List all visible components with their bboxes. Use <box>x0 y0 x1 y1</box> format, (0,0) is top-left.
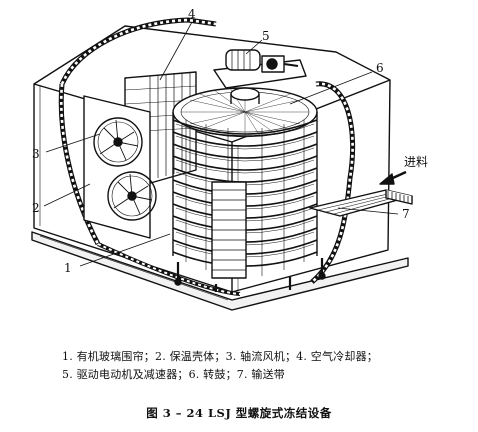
callout-4: 4 <box>188 7 196 21</box>
figure-caption: 图 3 – 24 LSJ 型螺旋式冻结设备 <box>146 406 332 420</box>
callout-leaders <box>43 21 399 267</box>
upper-fan <box>93 117 143 167</box>
callout-6: 6 <box>376 61 384 75</box>
legend-line-1: 1. 有机玻璃围帘；2. 保温壳体；3. 轴流风机；4. 空气冷却器； <box>62 350 378 363</box>
leader-1 <box>79 233 171 267</box>
axial-fans <box>83 95 157 239</box>
legend-line-2: 5. 驱动电动机及减速器；6. 转鼓；7. 输送带 <box>62 368 285 381</box>
lower-fan <box>107 171 157 221</box>
leader-2 <box>43 183 91 207</box>
leader-3 <box>45 133 101 153</box>
callout-7: 7 <box>402 207 410 221</box>
plexiglass-curtain <box>58 17 356 296</box>
callout-2: 2 <box>32 201 40 215</box>
callout-5: 5 <box>262 29 270 43</box>
leader-7 <box>337 207 399 215</box>
base-plate <box>31 231 409 311</box>
leader-6 <box>289 71 373 105</box>
rotating-drum <box>172 87 326 292</box>
leader-5 <box>245 39 263 55</box>
callout-1: 1 <box>64 261 72 275</box>
inlet-arrow-icon <box>379 170 407 185</box>
callout-3: 3 <box>32 147 40 161</box>
leader-4 <box>159 21 193 81</box>
drive-motor <box>213 49 307 89</box>
conveyor-belt <box>309 189 413 217</box>
inlet-label: 进料 <box>404 155 428 169</box>
